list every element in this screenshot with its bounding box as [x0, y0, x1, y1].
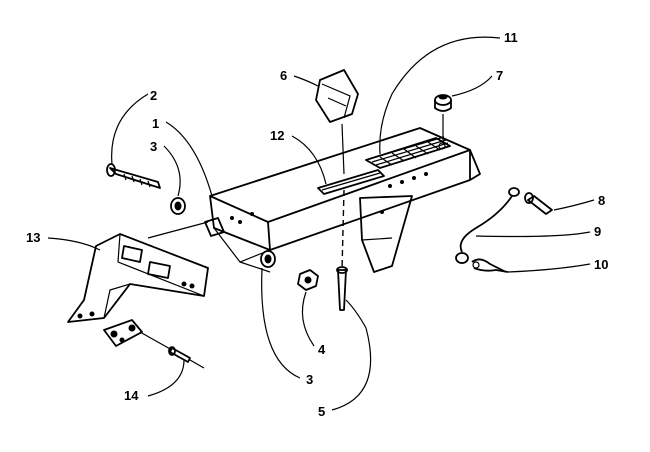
callout-4: 4	[318, 342, 326, 357]
callout-2: 2	[150, 88, 157, 103]
backing-plate	[103, 319, 143, 347]
bolt	[106, 163, 161, 189]
callout-1: 1	[152, 116, 159, 131]
callout-6: 6	[280, 68, 287, 83]
callout-3-upper: 3	[150, 139, 157, 154]
callout-12: 12	[270, 128, 284, 143]
callout-10: 10	[594, 257, 608, 272]
callout-11: 11	[504, 30, 518, 45]
mounting-bracket	[67, 221, 209, 323]
pin	[336, 189, 348, 311]
callout-8: 8	[598, 193, 605, 208]
console-body	[209, 127, 481, 273]
callout-14: 14	[124, 388, 139, 403]
nut	[297, 269, 319, 291]
clip	[315, 69, 359, 175]
screw	[139, 331, 205, 369]
eye-bolt	[524, 192, 553, 215]
callout-13: 13	[26, 230, 40, 245]
callout-3-lower: 3	[306, 372, 313, 387]
bushing-lower	[260, 250, 276, 268]
hairpin-clip	[471, 258, 509, 273]
callout-9: 9	[594, 224, 601, 239]
callout-7: 7	[496, 68, 503, 83]
spacer-tube	[204, 217, 225, 237]
callout-5: 5	[318, 404, 325, 419]
tether-cable	[455, 187, 520, 264]
bushing-upper	[170, 197, 186, 215]
leader-lines	[47, 36, 595, 411]
callout-labels: 1 2 3 3 4 5 6 7 8 9 10 11 12 13 14	[26, 30, 608, 419]
grommet	[434, 94, 452, 140]
